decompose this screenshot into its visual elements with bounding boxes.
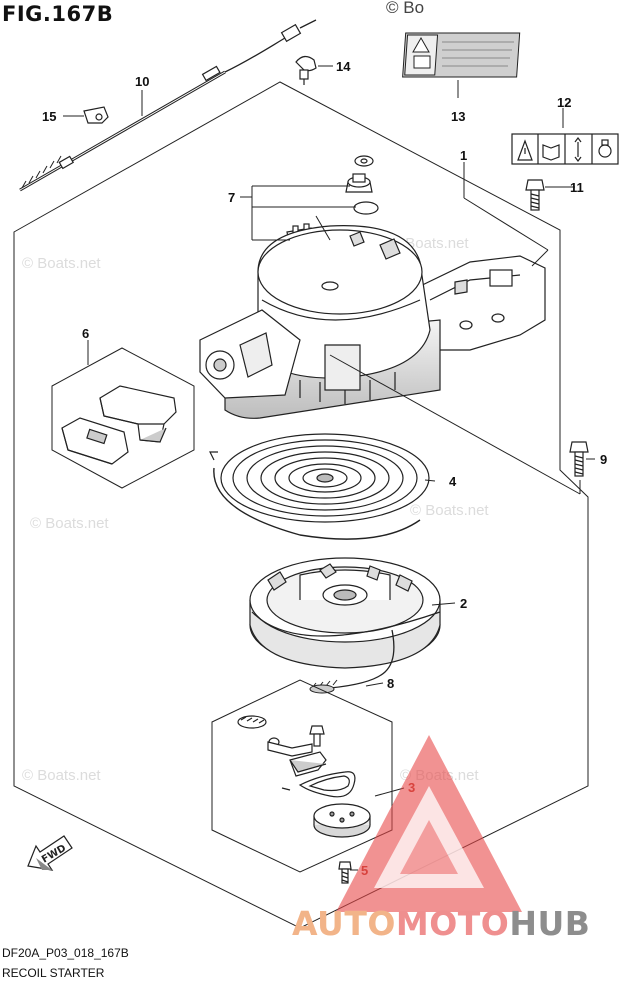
bolt-11 (525, 179, 545, 211)
callout-1: 1 (460, 148, 467, 163)
brand-part-auto: AUTO (292, 904, 396, 943)
starter-cable (19, 19, 317, 192)
starter-rope (309, 629, 395, 694)
callout-4: 4 (449, 474, 457, 489)
callout-10: 10 (135, 74, 149, 89)
callout-9: 9 (600, 452, 607, 467)
callouts: 1 2 3 4 5 6 7 8 9 10 11 12 13 14 15 (42, 59, 607, 878)
callout-14: 14 (336, 59, 351, 74)
recoil-reel (249, 557, 441, 669)
callout-6: 6 (82, 326, 89, 341)
starter-housing (199, 225, 546, 419)
leader-lines (63, 65, 595, 871)
callout-13: 13 (451, 109, 465, 124)
screw-5 (338, 861, 352, 884)
cable-clip (295, 55, 317, 85)
brand-part-hub: HUB (509, 904, 591, 943)
callout-12: 12 (557, 95, 571, 110)
watermark-4: © Boats.net (410, 502, 489, 519)
figure-title: FIG.167B (2, 2, 114, 26)
brand-logo-text: AUTOMOTOHUB (292, 904, 590, 943)
warning-decal (511, 133, 619, 165)
handle-group-boundary (51, 347, 195, 489)
caution-label (402, 32, 521, 78)
watermark-5: © Boats.net (22, 767, 101, 784)
ratchet-kit-boundary (211, 679, 393, 873)
cable-clamp (83, 106, 109, 124)
copyright-mark: © Bo (386, 0, 425, 17)
callout-2: 2 (460, 596, 467, 611)
callout-11: 11 (570, 180, 584, 195)
callout-8: 8 (387, 676, 394, 691)
brand-part-moto: MOTO (395, 904, 510, 943)
fwd-arrow: FWD (27, 835, 73, 871)
figure-code: DF20A_P03_018_167B (2, 946, 129, 960)
watermark-1: © Boats.net (22, 255, 101, 272)
assembly-boundary (13, 81, 589, 929)
watermark-3: © Boats.net (30, 515, 109, 532)
callout-7: 7 (228, 190, 235, 205)
recoil-spring (209, 433, 430, 540)
figure-name: RECOIL STARTER (2, 966, 105, 980)
callout-15: 15 (42, 109, 56, 124)
starter-handle (61, 385, 177, 465)
brand-logo-mark (336, 735, 522, 912)
ratchet-kit (237, 715, 371, 838)
bolt-9 (569, 441, 589, 477)
